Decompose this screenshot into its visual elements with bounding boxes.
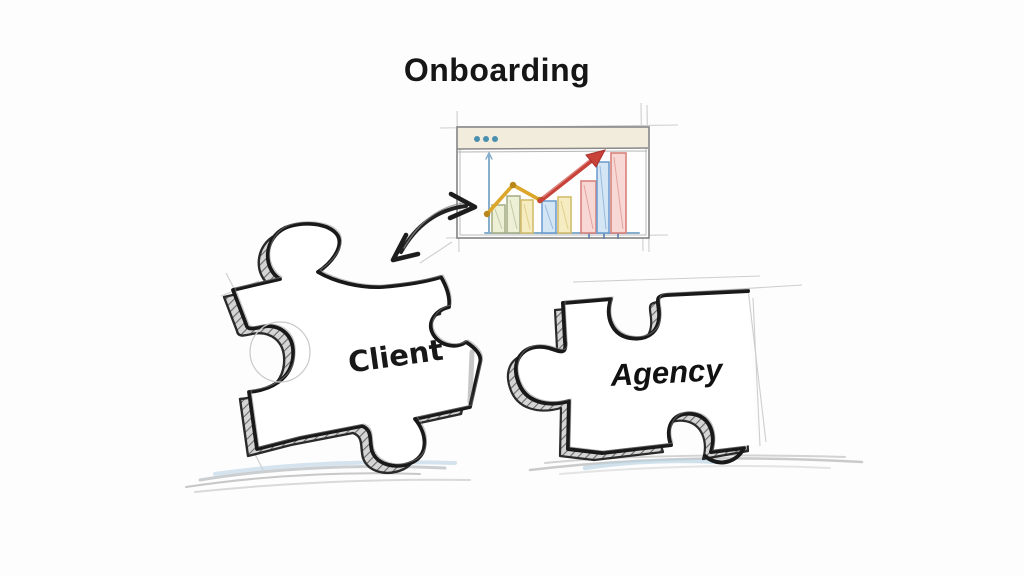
growth-arrow-echo (542, 156, 594, 198)
trend-line-dot (483, 210, 491, 218)
chart-bar-hatch (509, 199, 518, 230)
chart-bar-hatch (613, 156, 624, 230)
trend-line-dot (509, 181, 517, 189)
browser-titlebar (458, 128, 648, 149)
ground-shadow-left (185, 460, 471, 493)
window-control-dots-icon (474, 136, 498, 142)
double-arrow-icon (390, 191, 478, 263)
puzzle-piece-agency: Agency (506, 288, 756, 465)
window-dot (492, 136, 498, 142)
growth-arrow (537, 158, 594, 204)
chart-bar-hatch (599, 165, 607, 230)
chart-bar-hatch (560, 200, 569, 230)
growth-arrow-head-icon (585, 149, 606, 168)
chart-bar-hatch (583, 184, 594, 230)
page-title: Onboarding (404, 52, 590, 88)
window-dot (483, 136, 489, 142)
socket-guide-circle (249, 321, 311, 383)
puzzle-piece-client: Client (222, 221, 483, 474)
chart-bar-hatch (544, 204, 554, 230)
chart-bar-hatch (523, 203, 531, 230)
window-dot (474, 136, 480, 142)
browser-window-sketch (456, 126, 650, 239)
ground-shadow-right (528, 454, 864, 475)
agency-piece-label: Agency (609, 352, 725, 393)
chart-bar-hatch (494, 208, 503, 230)
mini-chart-data-layer (483, 149, 627, 234)
